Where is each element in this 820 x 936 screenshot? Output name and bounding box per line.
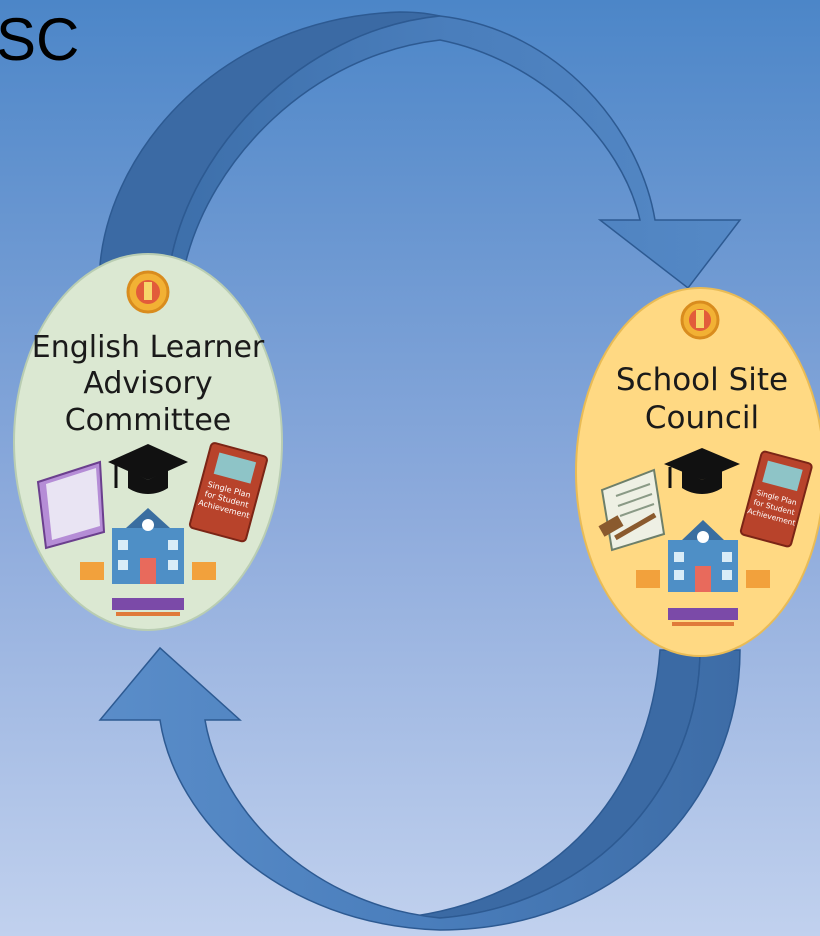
district-seal-icon xyxy=(126,270,170,314)
school-building-icon xyxy=(668,520,738,592)
graduation-cap-icon xyxy=(664,448,740,494)
elac-line-1: English Learner xyxy=(32,330,265,365)
elac-line-2: Advisory xyxy=(83,366,212,401)
district-seal-icon xyxy=(680,300,720,340)
ssc-line-1: School Site xyxy=(616,362,788,398)
pcss-logo xyxy=(112,598,184,616)
families-icon xyxy=(80,562,216,580)
ssc-line-2: Council xyxy=(645,400,759,436)
graduation-cap-icon xyxy=(108,444,188,494)
single-plan-book-icon: Single Plan for Student Achievement xyxy=(739,450,813,548)
gavel-document-icon xyxy=(598,468,666,552)
families-icon xyxy=(636,570,770,588)
slide-title: SC xyxy=(0,6,79,73)
bottom-arrow xyxy=(98,646,741,931)
single-plan-book-icon: Single Plan for Student Achievement xyxy=(188,442,268,543)
pcss-logo xyxy=(668,608,738,626)
elac-line-3: Committee xyxy=(65,403,232,438)
open-book-icon xyxy=(36,460,106,550)
school-building-icon xyxy=(112,508,184,584)
top-arrow xyxy=(99,11,742,290)
elac-badge: English Learner Advisory Committee Singl… xyxy=(13,253,283,631)
ssc-badge: School Site Council Single Plan for Stud… xyxy=(575,287,820,657)
